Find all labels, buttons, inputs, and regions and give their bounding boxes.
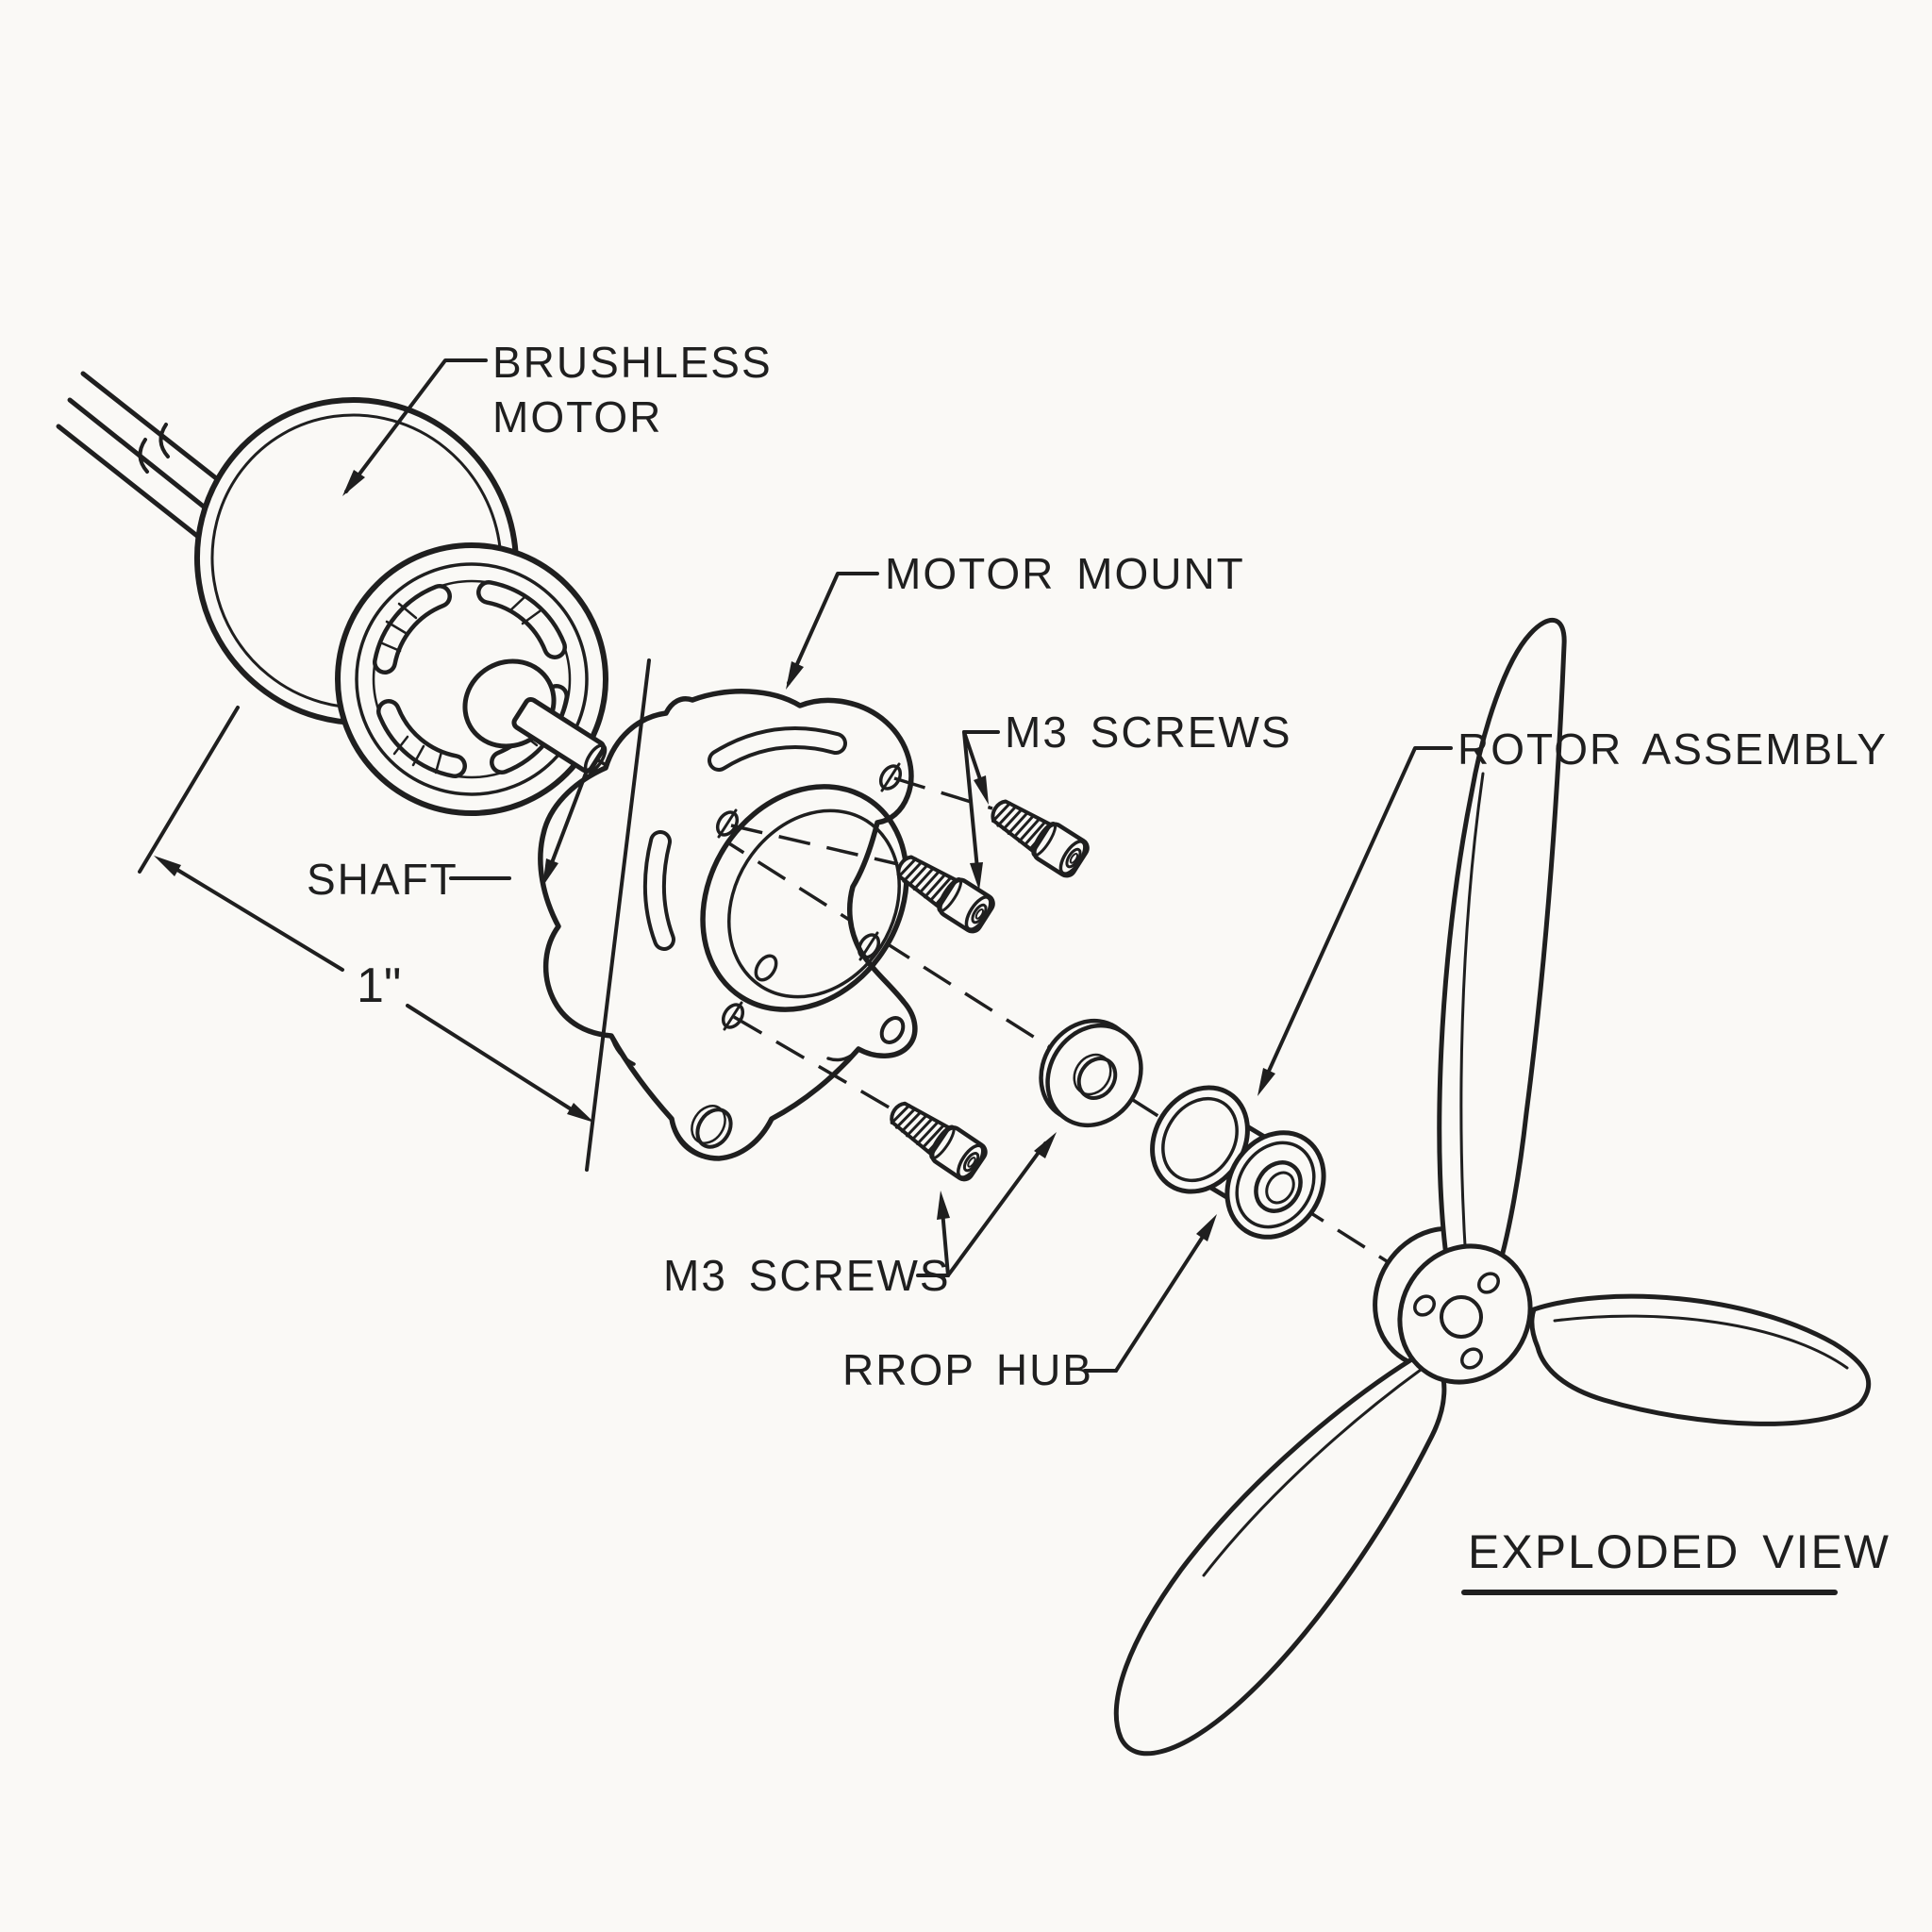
- prop-hub-drawing: [1150, 1085, 1326, 1240]
- brushless-motor-drawing: [56, 371, 608, 816]
- blade-bottom-left: [1113, 1354, 1447, 1757]
- label-brushless-motor-line2: MOTOR: [492, 392, 662, 441]
- callout-m3-screws-bottom: M3 SCREWS: [663, 1132, 1057, 1300]
- view-title: EXPLODED VIEW: [1461, 1525, 1890, 1595]
- washer-drawing: [1039, 1018, 1143, 1128]
- callout-m3-screws-top: M3 SCREWS: [962, 708, 1292, 891]
- label-m3-screws-bottom: M3 SCREWS: [663, 1251, 951, 1300]
- shaft-dimension: 1": [138, 658, 651, 1172]
- callout-brushless-motor: BRUSHLESS MOTOR: [342, 338, 773, 496]
- title-exploded-view: EXPLODED VIEW: [1468, 1525, 1890, 1578]
- label-motor-mount: MOTOR MOUNT: [885, 549, 1245, 598]
- label-m3-screws-top: M3 SCREWS: [1005, 708, 1292, 757]
- label-brushless-motor-line1: BRUSHLESS: [492, 338, 773, 387]
- callout-prop-hub: RROP HUB: [842, 1214, 1217, 1394]
- label-prop-hub: RROP HUB: [842, 1345, 1093, 1394]
- motor-mount-drawing: [538, 689, 993, 1161]
- m3-screw-lower: [883, 1093, 989, 1182]
- callout-rotor-assembly: ROTOR ASSEMBLY: [1257, 724, 1888, 1096]
- callout-shaft: SHAFT: [307, 769, 589, 904]
- callout-motor-mount: MOTOR MOUNT: [786, 549, 1245, 690]
- rotor-assembly-drawing: [1113, 617, 1872, 1757]
- blade-top: [1437, 617, 1567, 1285]
- label-shaft: SHAFT: [307, 855, 458, 904]
- mount-plate: [538, 689, 918, 1161]
- label-rotor-assembly: ROTOR ASSEMBLY: [1457, 724, 1888, 774]
- motor-shaft: [511, 696, 608, 774]
- motor-face: [335, 542, 608, 816]
- m3-screw-upper: [985, 791, 1091, 879]
- blade-right: [1529, 1293, 1872, 1426]
- mount-ears: [609, 1016, 906, 1158]
- dimension-value: 1": [357, 958, 401, 1013]
